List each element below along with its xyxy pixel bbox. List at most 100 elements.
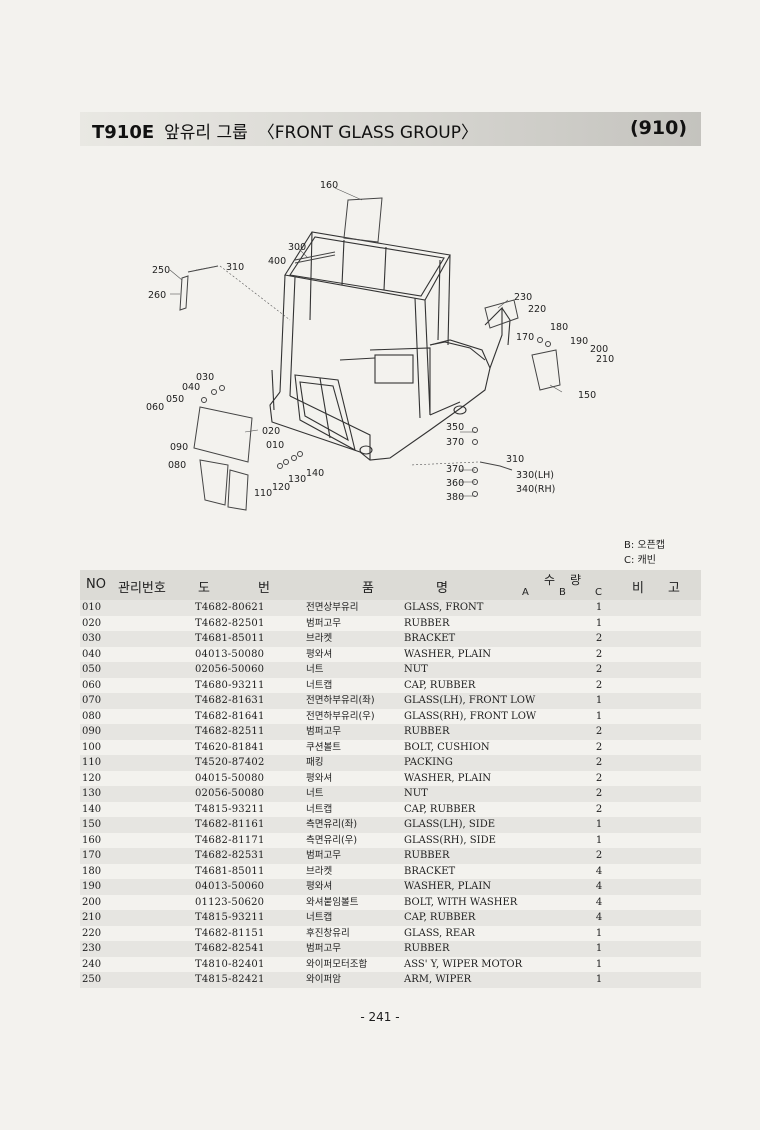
callout-310b: 310: [506, 454, 524, 465]
header-remark-bi: 비: [632, 581, 644, 596]
row-quantity: 1: [595, 958, 603, 970]
row-name-korean: 너트: [306, 664, 324, 675]
row-name-english: WASHER, PLAIN: [404, 881, 492, 892]
callout-190: 190: [570, 336, 588, 347]
row-name-korean: 평와셔: [306, 772, 333, 784]
row-part-number: 02056-50080: [195, 788, 265, 799]
callout-040: 040: [182, 382, 200, 393]
row-name-english: WASHER, PLAIN: [404, 648, 492, 660]
row-name-korean: 브라켓: [306, 865, 333, 877]
row-part-number: T4682-82511: [195, 726, 265, 737]
callout-370b: 370: [446, 464, 464, 475]
row-name-english: CAP, RUBBER: [404, 679, 476, 691]
row-no: 150: [82, 819, 102, 830]
row-no: 050: [82, 664, 102, 675]
row-name-korean: 브라켓: [306, 633, 333, 644]
row-name-english: GLASS(RH), SIDE: [404, 834, 496, 846]
row-no: 080: [82, 710, 102, 722]
row-quantity: 1: [595, 617, 603, 629]
row-quantity: 2: [595, 633, 603, 644]
row-name-english: PACKING: [404, 757, 453, 768]
callout-310: 310: [226, 262, 244, 273]
row-name-english: RUBBER: [404, 726, 450, 737]
row-quantity: 2: [595, 664, 603, 675]
row-part-number: 01123-50620: [195, 896, 265, 908]
row-no: 230: [82, 943, 102, 954]
row-no: 170: [82, 850, 102, 861]
callout-330lh: 330(LH): [516, 470, 554, 481]
row-no: 100: [82, 741, 102, 753]
row-name-korean: 쿠션볼트: [306, 741, 341, 753]
header-mgmt-no: 관리번호: [118, 581, 166, 596]
group-code: (910): [629, 117, 687, 139]
row-no: 180: [82, 865, 102, 877]
cabin-frame-drawing: [269, 231, 511, 461]
row-quantity: 1: [595, 695, 603, 706]
row-part-number: 04015-50080: [195, 772, 265, 784]
page-number: - 241 -: [360, 1010, 400, 1024]
row-name-english: CAP, RUBBER: [404, 803, 476, 815]
callout-250: 250: [152, 265, 170, 276]
row-part-number: 02056-50060: [195, 664, 265, 675]
row-no: 040: [82, 648, 102, 660]
row-name-english: WASHER, PLAIN: [404, 772, 492, 784]
row-name-korean: 후진창유리: [306, 927, 350, 939]
header-qty-ryang: 량: [570, 573, 582, 587]
callout-020: 020: [262, 426, 280, 437]
callout-230: 230: [514, 292, 532, 303]
row-part-number: T4682-81151: [195, 927, 265, 939]
callout-210: 210: [596, 354, 614, 365]
row-no: 250: [82, 974, 102, 985]
row-name-english: GLASS, FRONT: [404, 602, 484, 613]
row-no: 130: [82, 788, 102, 799]
row-part-number: T4682-81631: [195, 695, 265, 706]
header-name-myeong: 명: [436, 581, 448, 596]
row-quantity: 2: [595, 648, 603, 660]
callout-350: 350: [446, 422, 464, 433]
row-part-number: T4682-81161: [195, 819, 265, 830]
model-name: T910E: [92, 122, 155, 143]
row-name-english: NUT: [404, 664, 428, 675]
header-part-beon: 번: [258, 581, 270, 596]
row-name-english: GLASS, REAR: [404, 927, 475, 939]
header-remark-go: 고: [668, 581, 680, 596]
callout-200: 200: [590, 344, 608, 355]
row-quantity: 1: [595, 974, 603, 985]
callout-030: 030: [196, 372, 214, 383]
row-part-number: T4815-82421: [195, 974, 265, 985]
callout-050: 050: [166, 394, 184, 405]
header-qty-c: C: [595, 587, 602, 598]
callout-150: 150: [578, 390, 596, 401]
row-part-number: T4680-93211: [195, 679, 265, 691]
row-name-korean: 와셔붙임볼트: [306, 896, 359, 908]
callout-180: 180: [550, 322, 568, 333]
row-no: 090: [82, 726, 102, 737]
row-part-number: T4620-81841: [195, 741, 265, 753]
row-name-korean: 너트캡: [306, 912, 333, 923]
row-quantity: 4: [595, 912, 603, 923]
header-qty-b: B: [559, 587, 566, 598]
row-no: 120: [82, 772, 102, 784]
callout-220: 220: [528, 304, 546, 315]
row-no: 060: [82, 679, 102, 691]
row-quantity: 4: [595, 865, 603, 877]
row-no: 190: [82, 881, 102, 892]
legend-c: C: 캐빈: [624, 555, 656, 566]
row-no: 010: [82, 602, 102, 613]
header-no: NO: [86, 577, 106, 592]
